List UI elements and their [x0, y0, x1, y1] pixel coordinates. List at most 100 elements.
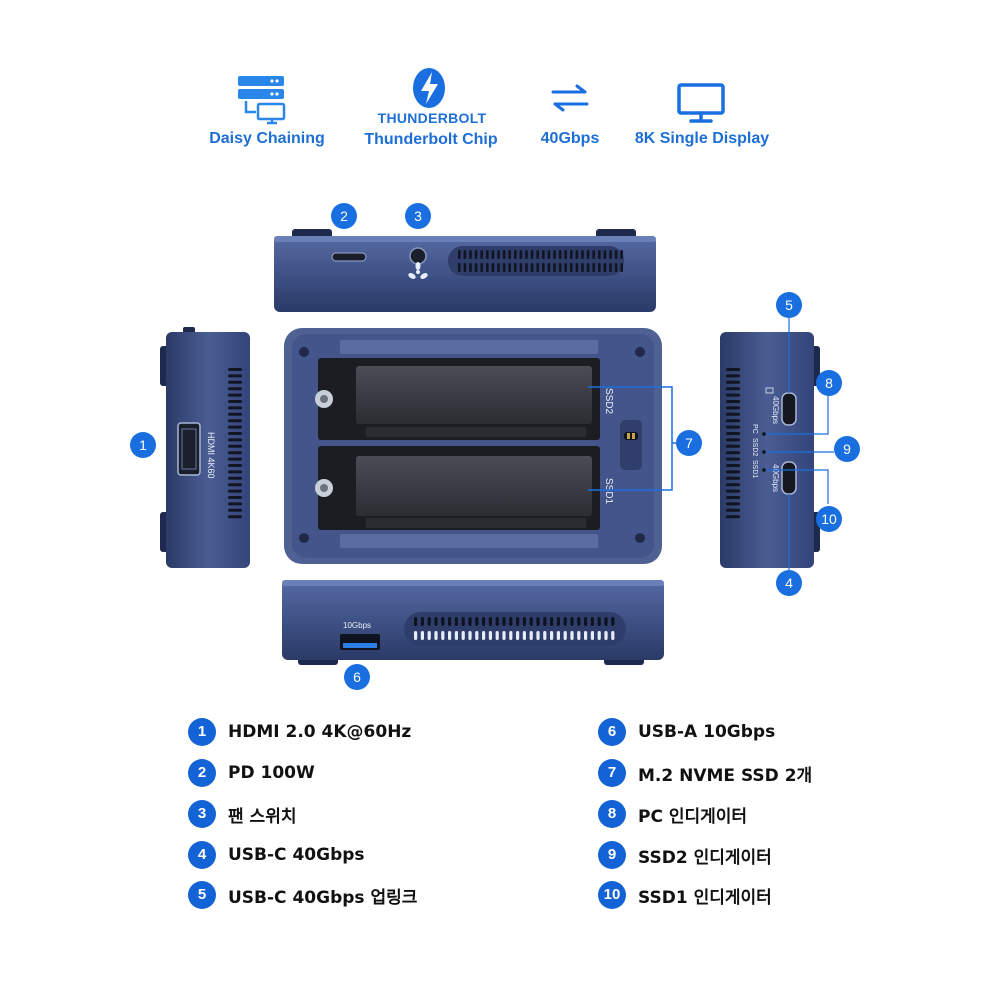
legend-item: 5 USB-C 40Gbps 업링크 [188, 880, 417, 910]
legend-number: 4 [188, 841, 216, 869]
vent-slot [474, 250, 478, 259]
usb-c-40gbps-port[interactable] [781, 461, 797, 495]
vent-slot [547, 263, 551, 272]
callout-badge-10: 10 [816, 506, 842, 532]
vent-slot [463, 263, 467, 272]
callout-badge-3: 3 [405, 203, 431, 229]
led-ssd2-label: SSD2 [751, 438, 758, 456]
vent-slot [570, 631, 574, 640]
hdmi-port[interactable] [177, 422, 201, 476]
vent-slot [553, 250, 556, 259]
vent-slot [448, 631, 452, 640]
legend-number: 6 [598, 718, 626, 746]
vent-slot [603, 263, 607, 272]
vent-slot [519, 250, 523, 259]
vent-slot [598, 263, 601, 272]
fan-icon [408, 262, 428, 279]
vent-slot [497, 250, 500, 259]
vent-slot [475, 617, 479, 626]
legend-item: 2 PD 100W [188, 758, 315, 788]
vent-slot [469, 263, 472, 272]
vent-slot [726, 387, 740, 391]
vent-slot [434, 631, 438, 640]
legend-item: 8 PC 인디게이터 [598, 799, 747, 829]
vent-slot [228, 457, 242, 461]
legend-number: 10 [598, 881, 626, 909]
vent-slot [726, 464, 740, 467]
vent-slot [228, 412, 242, 416]
vent-slot [536, 617, 540, 626]
vent-slot [726, 438, 740, 442]
vent-slot [228, 425, 242, 429]
fan-switch-button[interactable] [409, 247, 427, 265]
legend-item: 3 팬 스위치 [188, 799, 296, 829]
vent-slot [542, 250, 545, 259]
usb-c-uplink-port[interactable] [781, 392, 797, 426]
vent-slot [726, 470, 740, 474]
vent-slot [441, 631, 445, 640]
thunderbolt-brand: THUNDERBOLT [377, 110, 487, 126]
vent-slot [414, 631, 418, 640]
bottom-vents [414, 617, 615, 640]
usb-c-pd-port[interactable] [331, 252, 367, 262]
vent-slot [228, 496, 242, 499]
vent-slot [726, 368, 740, 371]
vent-slot [597, 631, 601, 640]
vent-slot [514, 263, 517, 272]
legend-number: 5 [188, 881, 216, 909]
vent-slot [414, 617, 418, 626]
vent-slot [581, 263, 584, 272]
vent-slot [609, 250, 612, 259]
vent-slot [525, 250, 528, 259]
vent-slot [726, 496, 740, 499]
vent-slot [486, 250, 489, 259]
vent-slot [577, 631, 581, 640]
downstream-port-label: 40Gbps [771, 464, 780, 492]
vent-slot [529, 617, 533, 626]
vent-slot [726, 508, 740, 512]
vent-slot [590, 631, 594, 640]
device-diagram: HDMI 4K60 SSD2 SSD1 40G [160, 229, 834, 665]
vent-slot [726, 483, 740, 487]
vent-slot [508, 250, 511, 259]
vent-slot [536, 250, 539, 259]
vent-slot [228, 464, 242, 467]
legend-number: 3 [188, 800, 216, 828]
vent-slot [475, 631, 479, 640]
legend-text: PC 인디게이터 [638, 806, 748, 827]
vent-slot [495, 631, 499, 640]
ssd1-heatsink [356, 456, 592, 516]
vent-slot [726, 432, 740, 435]
vent-slot [461, 617, 465, 626]
vent-slot [486, 263, 489, 272]
vent-slot [563, 617, 567, 626]
vent-slot [427, 617, 431, 626]
vent-slot [536, 631, 540, 640]
vent-slot [575, 263, 579, 272]
vent-slot [516, 631, 520, 640]
hdmi-port-label: HDMI 4K60 [206, 432, 216, 479]
usb-a-port-label: 10Gbps [343, 621, 371, 630]
vent-slot [726, 476, 740, 480]
vent-slot [570, 250, 573, 259]
vent-slot [726, 380, 740, 384]
vent-slot [480, 250, 483, 259]
vent-slot [586, 263, 590, 272]
vent-slot [497, 263, 500, 272]
vent-slot [556, 631, 560, 640]
vent-slot [543, 631, 547, 640]
vent-slot [550, 617, 554, 626]
vent-slot [516, 617, 520, 626]
vent-slot [592, 263, 595, 272]
vent-slot [427, 631, 431, 640]
callout-badge-9: 9 [834, 436, 860, 462]
vent-slot [584, 617, 588, 626]
vent-slot [598, 250, 601, 259]
legend-item: 7 M.2 NVME SSD 2개 [598, 758, 812, 788]
vent-slot [502, 617, 506, 626]
vent-slot [611, 631, 615, 640]
vent-slot [482, 631, 486, 640]
thunderbolt-icon [413, 68, 445, 108]
vent-slot [604, 617, 608, 626]
server-stack-icon [238, 76, 286, 125]
